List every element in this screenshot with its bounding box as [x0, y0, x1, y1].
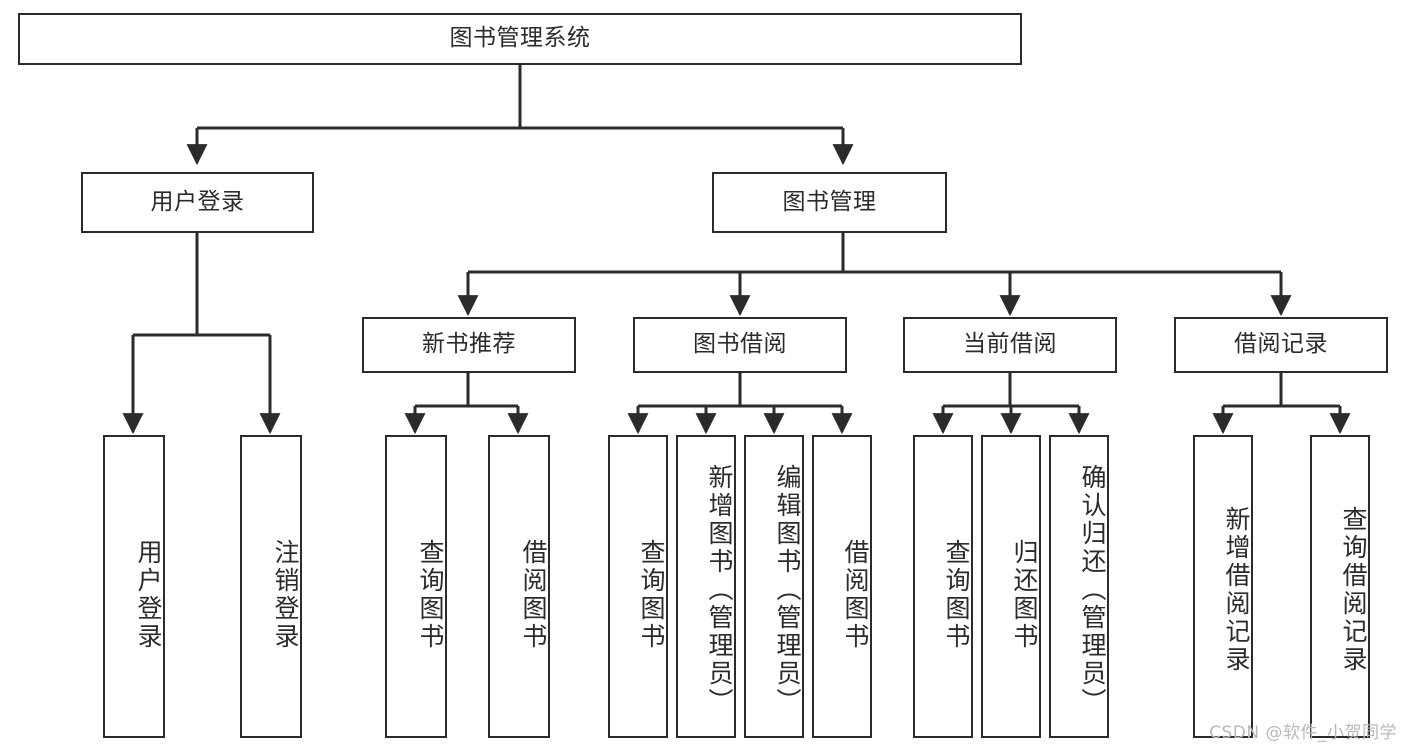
- node-leaf-user-login[interactable]: 用户登录: [103, 435, 165, 738]
- node-label: 借阅图书: [519, 538, 548, 651]
- node-leaf-add-book-admin[interactable]: 新增图书（管理员）: [676, 435, 736, 738]
- node-leaf-add-borrow-record[interactable]: 新增借阅记录: [1193, 435, 1253, 738]
- node-label: 图书借阅: [693, 331, 787, 358]
- node-leaf-logout[interactable]: 注销登录: [240, 435, 302, 738]
- node-label: 借阅图书: [841, 538, 870, 651]
- node-label: 新增借阅记录: [1222, 505, 1251, 674]
- node-book-management[interactable]: 图书管理: [712, 172, 947, 233]
- node-label: 注销登录: [271, 538, 300, 651]
- node-borrow-records[interactable]: 借阅记录: [1174, 317, 1388, 373]
- node-label: 用户登录: [134, 538, 163, 651]
- node-label: 查询图书: [942, 538, 971, 651]
- watermark-text: CSDN @软件_小贺同学: [1209, 723, 1397, 743]
- node-leaf-confirm-return-admin[interactable]: 确认归还（管理员）: [1049, 435, 1109, 738]
- node-leaf-borrow-book[interactable]: 借阅图书: [812, 435, 872, 738]
- node-leaf-query-book-recommend[interactable]: 查询图书: [385, 435, 447, 738]
- node-label: 编辑图书（管理员）: [773, 463, 802, 716]
- node-label: 归还图书: [1010, 538, 1039, 651]
- node-leaf-query-borrow-record[interactable]: 查询借阅记录: [1310, 435, 1370, 738]
- node-label: 查询图书: [637, 538, 666, 651]
- node-root-system[interactable]: 图书管理系统: [18, 13, 1022, 65]
- node-leaf-return-book[interactable]: 归还图书: [981, 435, 1041, 738]
- node-label: 确认归还（管理员）: [1078, 463, 1107, 716]
- node-current-borrow[interactable]: 当前借阅: [903, 317, 1117, 373]
- node-leaf-query-book-current[interactable]: 查询图书: [913, 435, 973, 738]
- node-label: 新增图书（管理员）: [705, 463, 734, 716]
- node-leaf-edit-book-admin[interactable]: 编辑图书（管理员）: [744, 435, 804, 738]
- node-label: 新书推荐: [422, 331, 516, 358]
- node-label: 查询借阅记录: [1339, 505, 1368, 674]
- node-label: 图书管理: [782, 188, 877, 215]
- node-label: 图书管理系统: [449, 25, 591, 52]
- node-leaf-borrow-book-recommend[interactable]: 借阅图书: [488, 435, 550, 738]
- node-label: 当前借阅: [963, 331, 1057, 358]
- node-label: 查询图书: [416, 538, 445, 651]
- node-new-book-recommend[interactable]: 新书推荐: [362, 317, 576, 373]
- node-label: 用户登录: [150, 188, 245, 215]
- node-leaf-query-book-borrow[interactable]: 查询图书: [608, 435, 668, 738]
- node-user-login[interactable]: 用户登录: [81, 172, 314, 233]
- node-book-borrow[interactable]: 图书借阅: [633, 317, 847, 373]
- node-label: 借阅记录: [1234, 331, 1328, 358]
